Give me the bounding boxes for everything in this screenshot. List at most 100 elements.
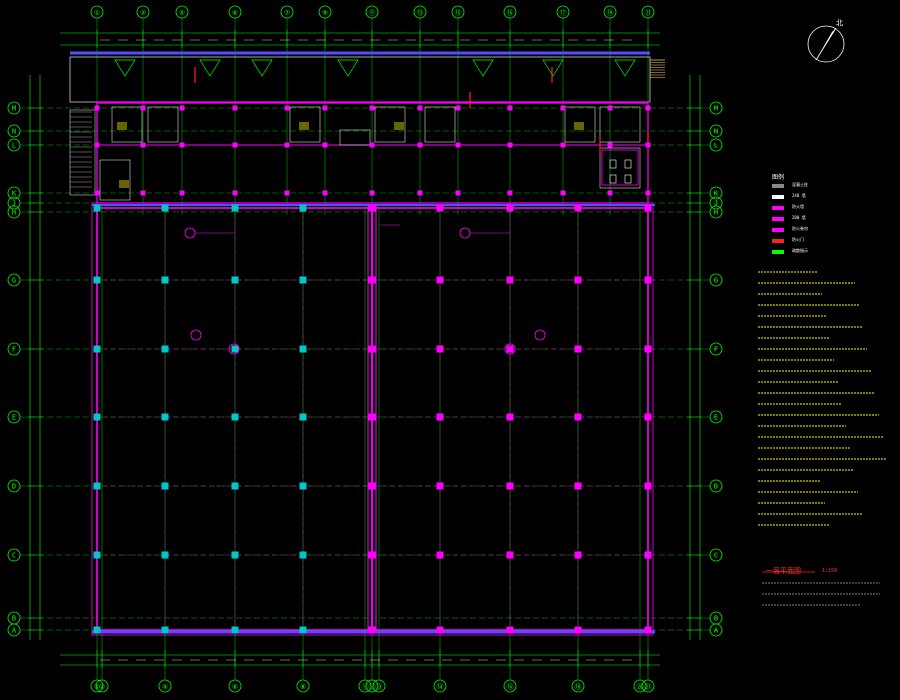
legend-swatch	[772, 184, 784, 188]
concrete-column	[506, 482, 514, 490]
axis-bubble-left	[7, 196, 21, 210]
axis-bubble-right	[709, 138, 723, 152]
legend-label: 防火卷帘	[792, 226, 808, 231]
axis-bubble-left	[7, 273, 21, 287]
service-column	[322, 142, 328, 148]
ramp-symbol	[472, 59, 494, 77]
service-zone-outline	[96, 101, 649, 204]
axis-label-top: ⑤	[179, 9, 185, 17]
concrete-column	[161, 204, 169, 212]
concrete-column	[93, 626, 101, 634]
service-column	[322, 190, 328, 196]
concrete-column	[368, 626, 376, 634]
axis-bubble-bottom	[503, 679, 517, 693]
concrete-column	[231, 482, 239, 490]
concrete-column	[574, 626, 582, 634]
axis-label-bottom: ㉑	[645, 683, 652, 691]
axis-bubble-right	[709, 479, 723, 493]
concrete-column	[231, 204, 239, 212]
concrete-column	[644, 626, 652, 634]
axis-bubble-right	[709, 124, 723, 138]
axis-label-top: ⑮	[455, 9, 462, 17]
service-column	[369, 190, 375, 196]
axis-label-right: J	[714, 200, 718, 208]
axis-bubble-top	[228, 5, 242, 19]
concrete-column	[161, 276, 169, 284]
room-outline	[599, 147, 641, 189]
axis-bubble-top	[556, 5, 570, 19]
service-column	[417, 105, 423, 111]
service-column	[645, 190, 651, 196]
axis-bubble-right	[709, 548, 723, 562]
axis-label-left: B	[12, 615, 16, 623]
concrete-column	[299, 345, 307, 353]
service-column	[369, 105, 375, 111]
axis-label-bottom: ②	[99, 683, 105, 691]
service-column	[560, 105, 566, 111]
concrete-column	[644, 482, 652, 490]
axis-bubble-left	[7, 548, 21, 562]
axis-label-left: L	[12, 142, 16, 150]
room-outline	[99, 159, 131, 201]
axis-label-left: E	[12, 414, 16, 422]
axis-bubble-top	[641, 5, 655, 19]
axis-bubble-left	[7, 124, 21, 138]
service-column	[140, 105, 146, 111]
legend-label: 防火墙	[792, 204, 804, 209]
axis-label-bottom: ⑬	[376, 683, 383, 691]
axis-label-top: ㉑	[645, 9, 652, 17]
axis-bubble-bottom	[358, 679, 372, 693]
axis-bubble-bottom	[228, 679, 242, 693]
section-callout	[534, 329, 546, 341]
axis-label-bottom: ⑯	[507, 683, 514, 691]
axis-label-right: N	[714, 128, 718, 136]
concrete-column	[299, 413, 307, 421]
concrete-column	[161, 482, 169, 490]
axis-label-left: M	[12, 105, 16, 113]
concrete-column	[93, 204, 101, 212]
concrete-column	[299, 482, 307, 490]
legend-swatch	[772, 206, 784, 210]
axis-bubble-top	[90, 5, 104, 19]
axis-bubble-left	[7, 138, 21, 152]
service-column	[455, 190, 461, 196]
axis-bubble-right	[709, 623, 723, 637]
axis-bubble-right	[709, 410, 723, 424]
legend-swatch	[772, 217, 784, 221]
axis-bubble-left	[7, 186, 21, 200]
concrete-column	[436, 482, 444, 490]
axis-label-bottom: ⑫	[369, 683, 376, 691]
legend-label: 防火门	[792, 237, 804, 242]
axis-bubble-left	[7, 479, 21, 493]
axis-label-bottom: ⑪	[362, 683, 369, 691]
concrete-column	[644, 204, 652, 212]
service-column	[284, 190, 290, 196]
room-outline	[424, 106, 456, 143]
concrete-column	[644, 345, 652, 353]
axis-label-bottom: ④	[162, 683, 168, 691]
concrete-column	[161, 551, 169, 559]
axis-bubble-bottom	[296, 679, 310, 693]
service-column	[560, 190, 566, 196]
section-callout	[504, 343, 516, 355]
service-column	[179, 142, 185, 148]
concrete-column	[436, 413, 444, 421]
axis-label-top: ⑥	[232, 9, 238, 17]
service-column	[507, 105, 513, 111]
axis-bubble-right	[709, 273, 723, 287]
ramp-symbol	[199, 59, 221, 77]
concrete-column	[368, 413, 376, 421]
axis-bubble-right	[709, 196, 723, 210]
axis-bubble-right	[709, 205, 723, 219]
axis-bubble-top	[503, 5, 517, 19]
concrete-column	[93, 482, 101, 490]
concrete-column	[368, 276, 376, 284]
axis-label-bottom: ⑧	[300, 683, 306, 691]
north-label: 北	[836, 19, 843, 27]
axis-bubble-bottom	[641, 679, 655, 693]
room-outline	[374, 106, 406, 143]
axis-label-left: A	[12, 627, 17, 635]
drawing-scale: 1:150	[822, 568, 838, 574]
axis-label-right: C	[714, 552, 718, 560]
